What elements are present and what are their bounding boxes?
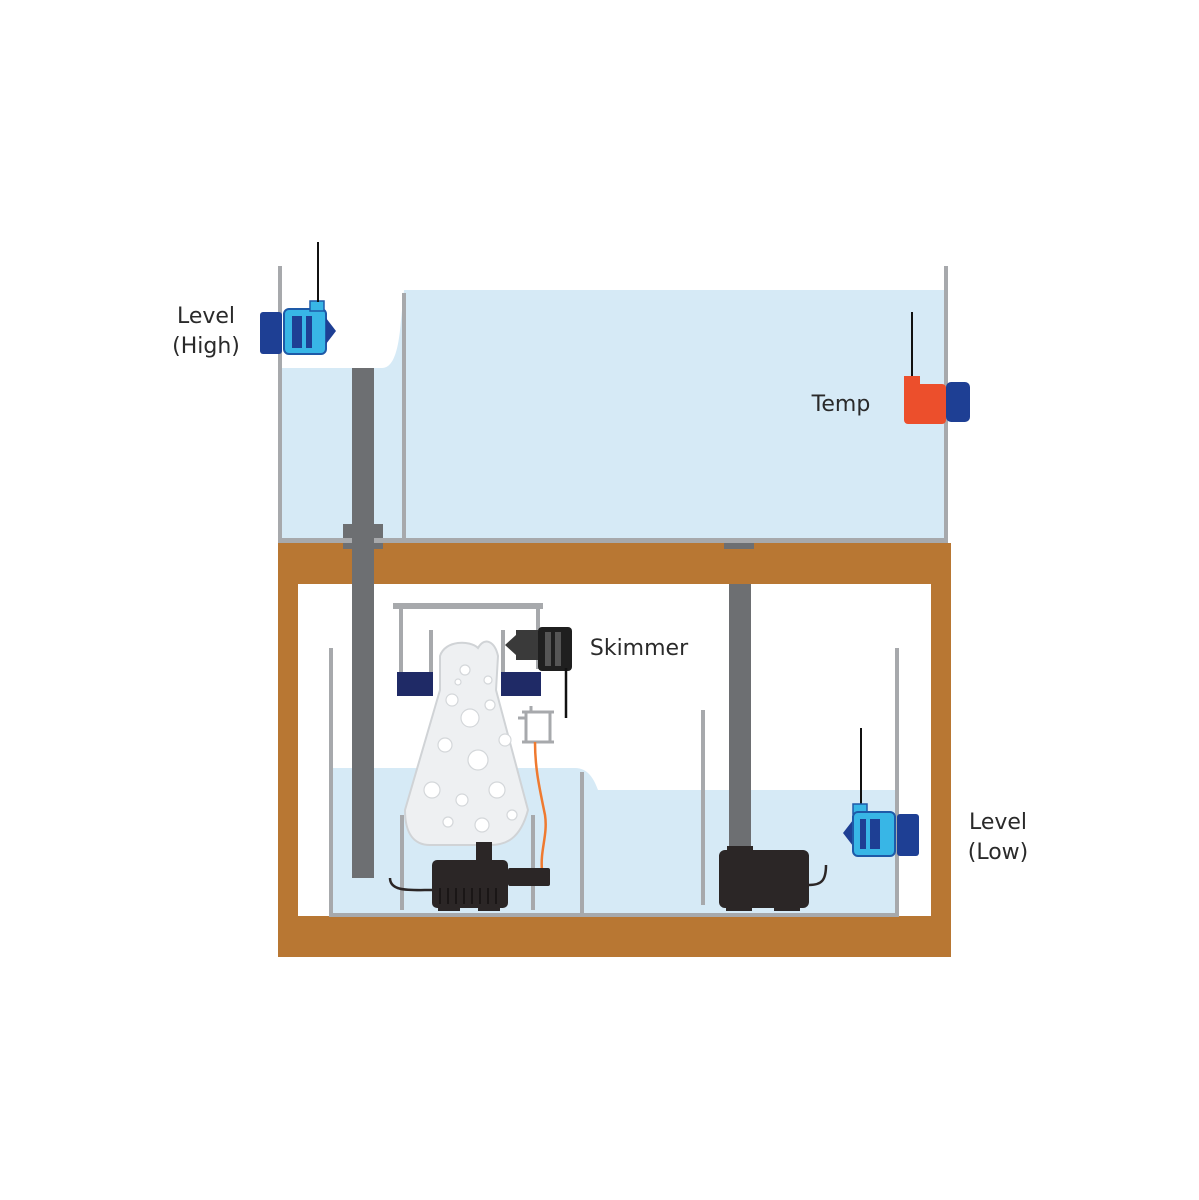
skimmer-cup-left: [397, 672, 433, 696]
skimmer-valve: [518, 706, 554, 744]
temperature-probe-icon: [904, 312, 970, 424]
return-pump: [719, 846, 828, 911]
float-level-sensor-icon: [843, 728, 919, 857]
level-high-label-line2: (High): [172, 334, 240, 359]
skimmer-pump: [388, 842, 550, 911]
skimmer-controller-icon: [505, 627, 572, 718]
bulkhead-fitting: [343, 524, 383, 538]
drain-pipe: [343, 368, 383, 878]
return-pipe: [729, 584, 751, 854]
temp-label: Temp: [811, 392, 871, 417]
display-tank-water: [282, 290, 946, 541]
overflow-baffle: [402, 293, 406, 542]
sump-baffle-left: [580, 772, 584, 915]
skimmer-foam: [423, 664, 518, 833]
sump-floor: [329, 913, 899, 917]
sump-baffle-right: [701, 710, 705, 905]
float-level-sensor-icon: [260, 242, 336, 355]
skimmer-top-bar: [393, 603, 543, 609]
protein-skimmer: [393, 603, 554, 910]
skimmer-cup-right: [501, 672, 541, 696]
display-tank-floor: [278, 538, 948, 543]
level-low-label: Level (Low): [955, 808, 1041, 868]
sump-left-wall: [329, 648, 333, 916]
level-low-label-line2: (Low): [967, 840, 1029, 865]
level-high-label: Level (High): [160, 302, 252, 362]
air-tubing: [533, 741, 547, 871]
sump-right-wall: [895, 648, 899, 916]
level-high-label-line1: Level: [176, 304, 236, 329]
skimmer-label: Skimmer: [589, 636, 689, 661]
display-tank-left-wall: [278, 266, 282, 542]
level-low-label-line1: Level: [968, 810, 1028, 835]
return-bulkhead: [724, 543, 754, 549]
